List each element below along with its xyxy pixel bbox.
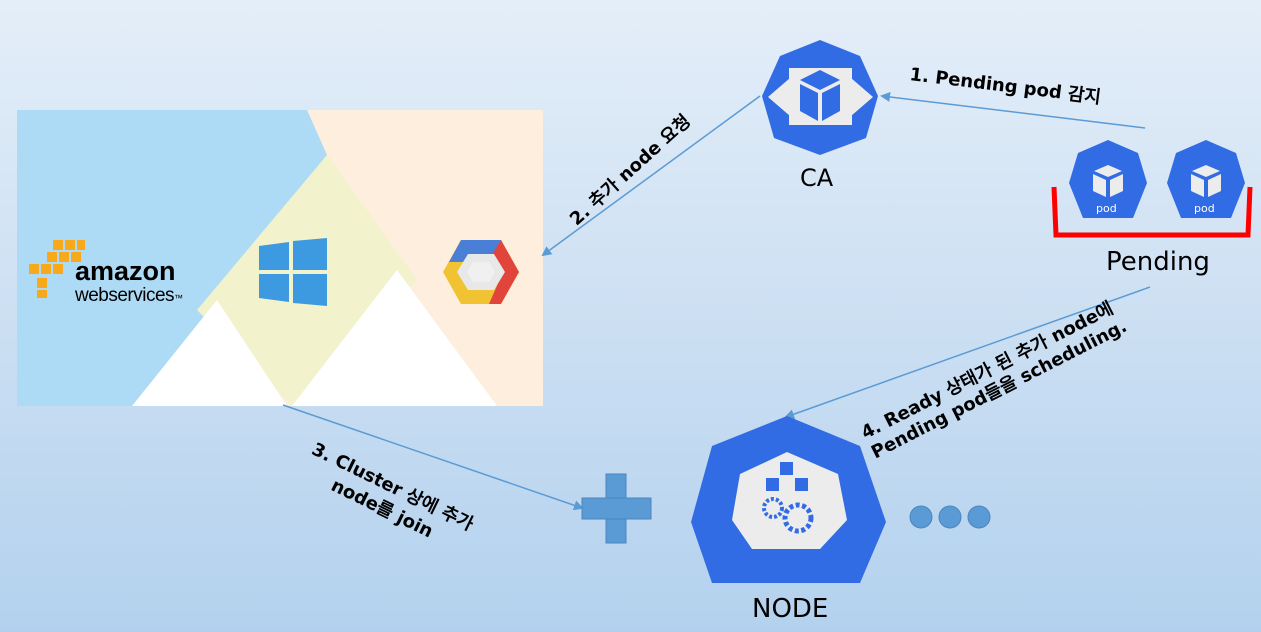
node-label: NODE <box>752 594 829 624</box>
arrow-step-3 <box>282 404 584 511</box>
pending-label: Pending <box>1106 247 1210 277</box>
arrow-step-1 <box>880 92 1146 129</box>
pending-bracket <box>1051 186 1253 238</box>
more-nodes-ellipsis-icon <box>909 505 991 529</box>
windows-logo-icon <box>259 238 327 306</box>
ca-label: CA <box>800 164 834 192</box>
plus-icon <box>581 473 652 544</box>
aws-logo-line2-text: webservices <box>75 285 175 306</box>
node-icon <box>691 416 886 583</box>
cloud-provider-panel: amazon webservices™ <box>17 110 543 406</box>
aws-logo-line2: webservices™ <box>75 285 183 307</box>
pod-label-2: pod <box>1194 202 1215 215</box>
arrow-step-2 <box>541 95 761 257</box>
aws-cubes-icon <box>29 240 85 298</box>
pod-label-1: pod <box>1096 202 1117 215</box>
aws-logo: amazon webservices™ <box>25 238 215 308</box>
pod-icon-1 <box>1069 140 1147 218</box>
ca-icon <box>762 40 878 155</box>
aws-tm: ™ <box>174 293 183 303</box>
aws-logo-line1: amazon <box>75 256 176 286</box>
arrow-step-4 <box>784 286 1151 420</box>
gcp-logo-icon <box>443 240 519 304</box>
pod-icon-2 <box>1167 140 1245 218</box>
